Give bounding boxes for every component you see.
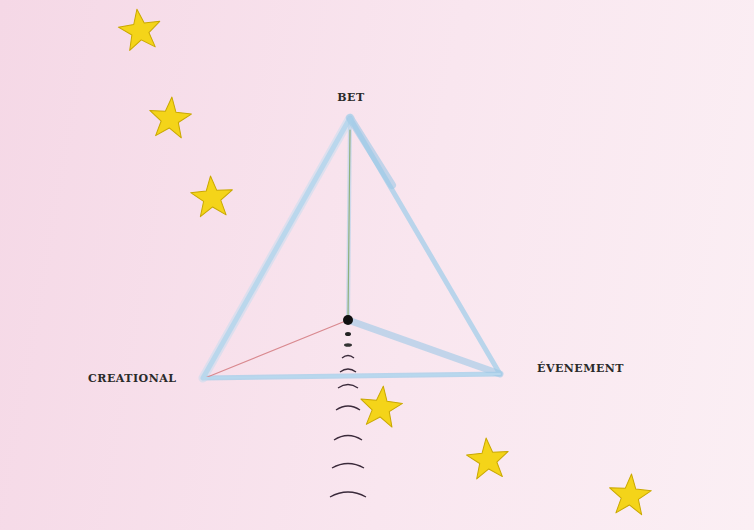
vertex-label: ÉVENEMENT [537,363,624,374]
descending-marks [330,315,366,497]
vertex-label: CREATIONAL [88,373,176,384]
vertex-label: BET [337,92,364,103]
stars [116,6,652,515]
tetrahedron-edges [203,118,500,378]
